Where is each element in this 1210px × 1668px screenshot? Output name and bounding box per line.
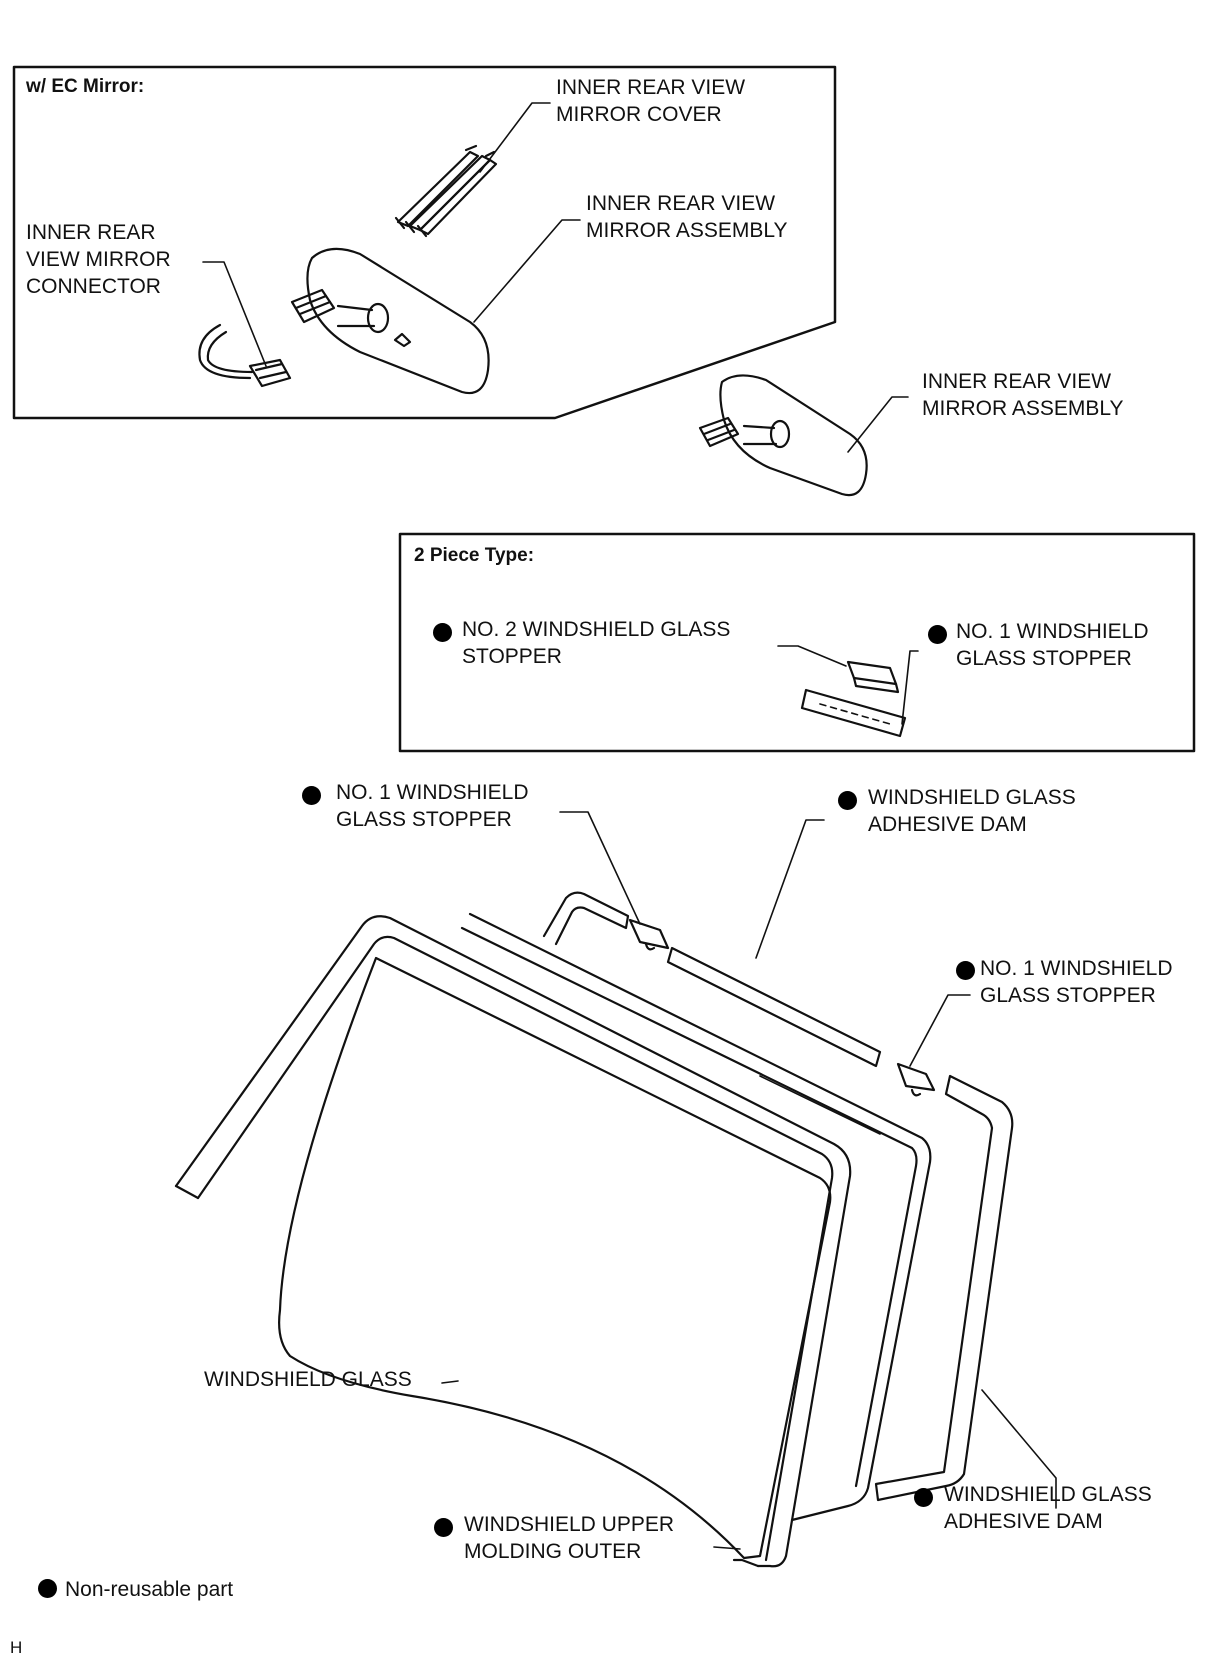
label-adhesive-dam-bottom: WINDSHIELD GLASS ADHESIVE DAM bbox=[944, 1483, 1152, 1533]
leader-connector bbox=[202, 261, 267, 367]
label-no2-stopper: NO. 2 WINDSHIELD GLASS STOPPER bbox=[462, 618, 731, 668]
piece-type-heading: 2 Piece Type: bbox=[414, 545, 535, 566]
leader-no2-stopper bbox=[777, 645, 847, 667]
leader-mirror-cover bbox=[479, 102, 551, 173]
non-reusable-marker-icon bbox=[956, 961, 975, 980]
leader-no1-stopper-left bbox=[559, 811, 641, 925]
mirror-cover-illustration bbox=[394, 144, 498, 238]
label-mirror-assembly-ec: INNER REAR VIEW MIRROR ASSEMBLY bbox=[586, 192, 788, 242]
windshield-glass-illustration bbox=[460, 912, 932, 1522]
leader-mirror-assembly bbox=[847, 396, 909, 453]
footer-code: H bbox=[10, 1638, 23, 1657]
ec-mirror-assembly-illustration bbox=[290, 247, 490, 395]
legend-non-reusable: Non-reusable part bbox=[38, 1576, 233, 1603]
leader-adhesive-dam-top bbox=[755, 819, 825, 959]
label-mirror-cover: INNER REAR VIEW MIRROR COVER bbox=[556, 76, 746, 126]
adhesive-dam-illustration bbox=[542, 891, 1014, 1502]
leader-upper-molding bbox=[713, 1546, 741, 1550]
leader-lines bbox=[202, 102, 1057, 1550]
non-reusable-marker-icon bbox=[838, 791, 857, 810]
ec-mirror-panel-frame bbox=[12, 65, 837, 420]
leader-mirror-assembly-ec bbox=[473, 219, 581, 323]
non-reusable-marker-icon bbox=[434, 1518, 453, 1537]
label-no1-stopper-right: NO. 1 WINDSHIELD GLASS STOPPER bbox=[980, 957, 1173, 1007]
label-windshield-glass: WINDSHIELD GLASS bbox=[204, 1368, 412, 1391]
glass-stoppers-illustration bbox=[628, 918, 936, 1097]
non-reusable-marker-icon bbox=[433, 623, 452, 642]
non-reusable-marker-icon bbox=[914, 1488, 933, 1507]
piece-type-stoppers-illustration bbox=[800, 660, 907, 738]
leader-windshield-glass bbox=[441, 1380, 459, 1384]
leader-no1-stopper-box bbox=[901, 650, 919, 725]
windshield-glass-front-illustration bbox=[278, 956, 832, 1560]
label-no1-stopper-box: NO. 1 WINDSHIELD GLASS STOPPER bbox=[956, 620, 1149, 670]
label-adhesive-dam-top: WINDSHIELD GLASS ADHESIVE DAM bbox=[868, 786, 1076, 836]
mirror-connector-illustration bbox=[198, 323, 292, 388]
mirror-assembly-illustration bbox=[698, 374, 868, 497]
label-mirror-assembly: INNER REAR VIEW MIRROR ASSEMBLY bbox=[922, 370, 1124, 420]
label-no1-stopper-left: NO. 1 WINDSHIELD GLASS STOPPER bbox=[336, 781, 529, 831]
label-upper-molding: WINDSHIELD UPPER MOLDING OUTER bbox=[464, 1513, 675, 1563]
non-reusable-marker-icon bbox=[928, 625, 947, 644]
piece-type-panel-frame bbox=[398, 532, 1196, 753]
upper-molding-illustration bbox=[174, 915, 852, 1568]
leader-adhesive-dam-bottom bbox=[981, 1389, 1057, 1509]
non-reusable-marker-icon bbox=[38, 1579, 57, 1598]
non-reusable-marker-icon bbox=[302, 786, 321, 805]
leader-no1-stopper-right bbox=[909, 994, 971, 1067]
ec-mirror-heading: w/ EC Mirror: bbox=[26, 76, 145, 97]
label-mirror-connector: INNER REAR VIEW MIRROR CONNECTOR bbox=[26, 221, 171, 298]
